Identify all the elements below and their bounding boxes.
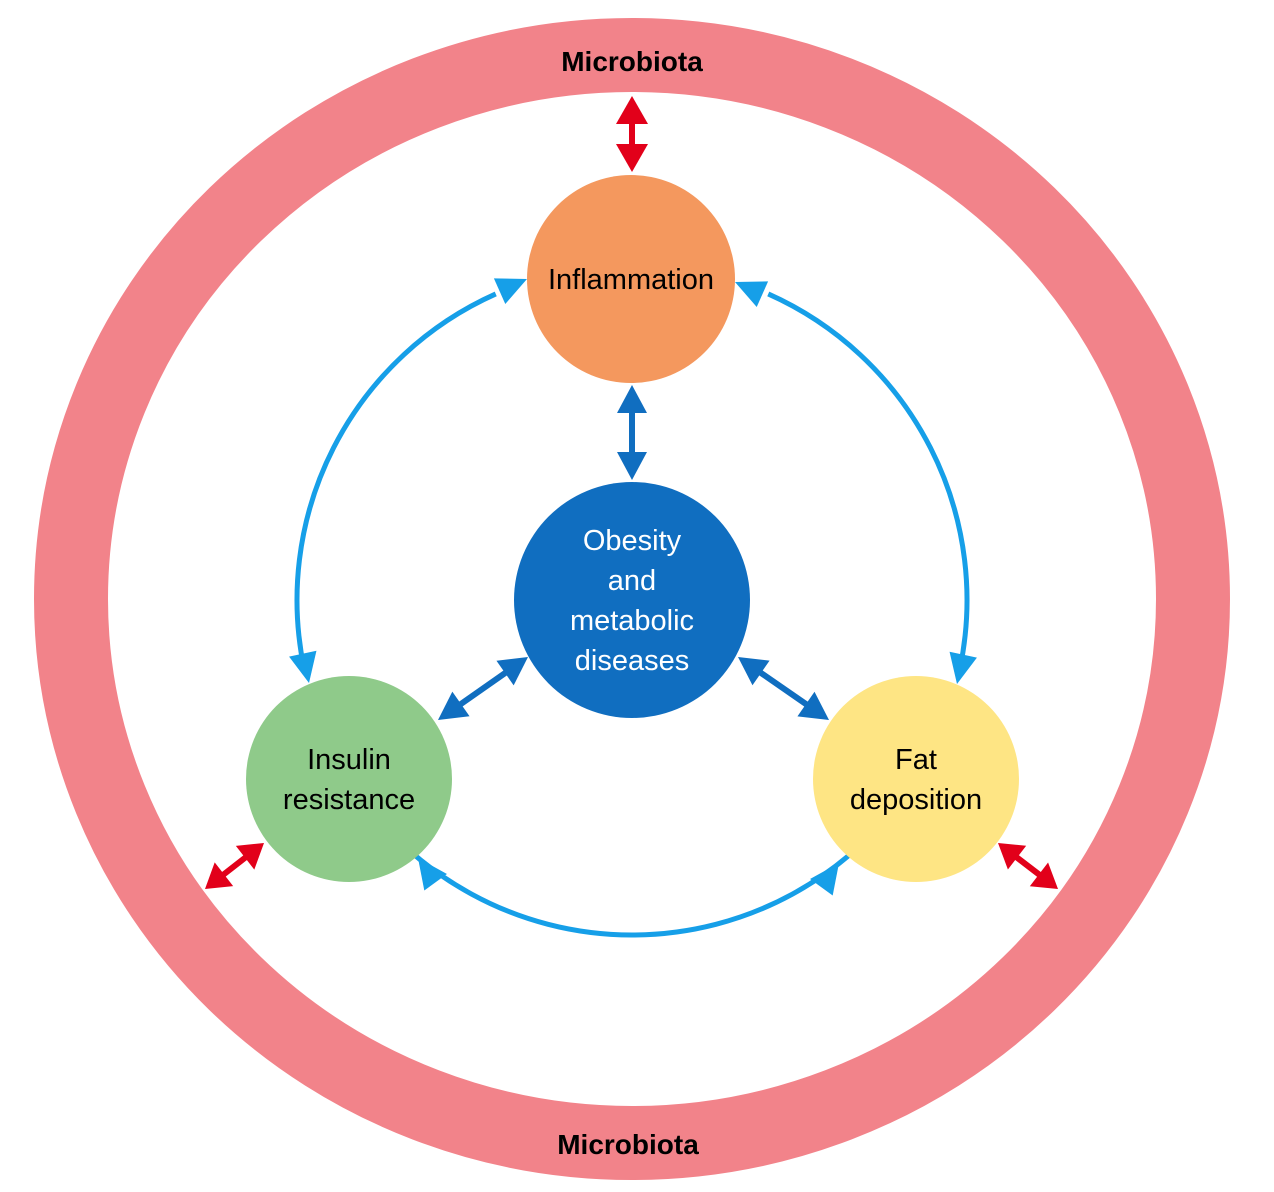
insulin-label: Insulin resistance <box>283 744 415 816</box>
arrow-insulin-inflammation-head-start <box>289 650 317 683</box>
arrow-microbiota-fat-head-start <box>998 843 1027 870</box>
arrow-insulin-obesity-head-start <box>438 691 470 720</box>
insulin-circle <box>246 676 452 882</box>
node-fat: Fat deposition <box>813 676 1019 882</box>
arrow-microbiota-insulin-shaft <box>218 852 251 880</box>
arrow-microbiota-fat-head-end <box>1029 862 1058 889</box>
microbiota-label-top: Microbiota <box>561 46 703 77</box>
obesity-label-line: metabolic <box>570 605 694 637</box>
fat-label-line: Fat <box>895 744 937 776</box>
obesity-circle <box>514 482 750 718</box>
microbiota-ring <box>34 18 1230 1180</box>
arrow-fat-obesity-head-start <box>738 657 770 686</box>
arrow-inflammation-fat-head-end <box>949 651 977 684</box>
arrow-inflammation-fat-head-start <box>735 281 769 307</box>
node-obesity: Obesity and metabolic diseases <box>514 482 750 718</box>
obesity-label-line: diseases <box>575 645 689 677</box>
inflammation-label: Inflammation <box>548 264 714 296</box>
arrow-microbiota-insulin-head-start <box>205 862 234 889</box>
arrow-inflammation-obesity-head-start <box>617 385 647 413</box>
arrow-insulin-inflammation-path <box>294 291 497 671</box>
arrows-layer <box>205 96 1058 938</box>
arrow-microbiota-insulin-head-end <box>235 843 264 870</box>
obesity-label: Obesity and metabolic diseases <box>570 525 694 677</box>
insulin-label-line: resistance <box>283 784 415 816</box>
fat-circle <box>813 676 1019 882</box>
arrow-fat-insulin-head-start <box>810 863 839 896</box>
inflammation-label-line: Inflammation <box>548 264 714 296</box>
arrow-fat-insulin-head-end <box>418 858 447 891</box>
fat-label: Fat deposition <box>850 744 982 816</box>
arrow-inflammation-fat-path <box>767 291 970 671</box>
obesity-label-line: and <box>608 565 656 597</box>
arrow-insulin-obesity-shaft <box>454 667 512 710</box>
arrow-fat-obesity-shaft <box>754 667 813 710</box>
fat-label-line: deposition <box>850 784 982 816</box>
arrow-insulin-obesity-head-end <box>496 657 528 686</box>
arrow-insulin-inflammation-head-end <box>493 278 527 304</box>
insulin-label-line: Insulin <box>307 744 391 776</box>
microbiota-label-bottom: Microbiota <box>557 1129 699 1160</box>
arrow-microbiota-inflammation-head-end <box>616 144 648 172</box>
obesity-label-line: Obesity <box>583 525 682 557</box>
arrow-fat-obesity-head-end <box>797 691 829 720</box>
arrow-microbiota-inflammation-head-start <box>616 96 648 124</box>
inflammation-circle <box>527 175 735 383</box>
node-inflammation: Inflammation <box>527 175 735 383</box>
arrow-microbiota-fat-shaft <box>1011 852 1045 880</box>
node-insulin: Insulin resistance <box>246 676 452 882</box>
arrow-inflammation-obesity-head-end <box>617 452 647 480</box>
